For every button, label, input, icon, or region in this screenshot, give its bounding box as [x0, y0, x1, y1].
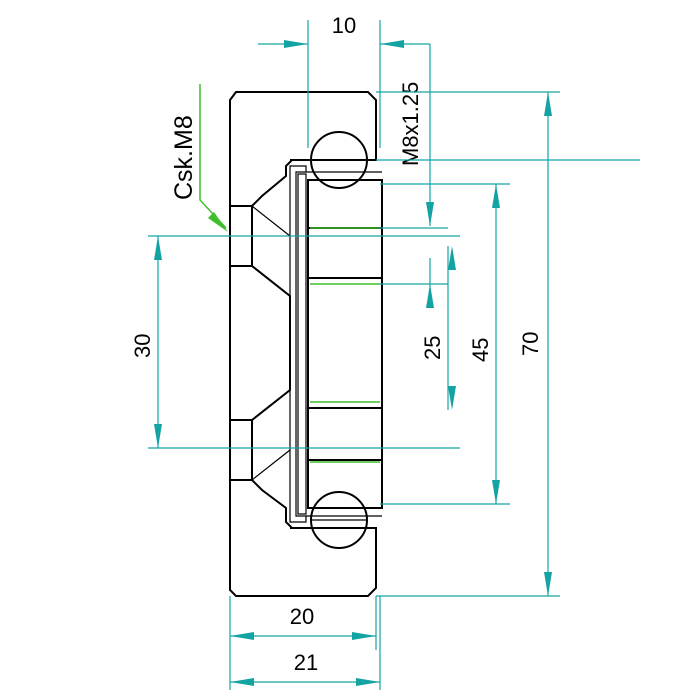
- dim-label-thread: M8x1.25: [398, 82, 423, 166]
- dim-30: 30: [130, 235, 460, 449]
- ball-bottom: [310, 491, 368, 549]
- dim-thread: M8x1.25: [376, 44, 640, 308]
- dim-label-30: 30: [130, 334, 155, 358]
- inner-ring-section: [307, 179, 383, 509]
- dim-label-45: 45: [468, 338, 493, 362]
- dim-25: 25: [380, 227, 456, 410]
- dim-45: 45: [380, 183, 510, 505]
- dim-21: 21: [230, 650, 380, 686]
- dim-top-10: 10: [258, 13, 430, 148]
- dim-label-25: 25: [420, 336, 445, 360]
- dim-label-csk: Csk.M8: [170, 115, 198, 200]
- dim-20: 20: [229, 596, 381, 690]
- dim-label-10: 10: [332, 13, 356, 38]
- csk-leader: Csk.M8: [170, 84, 228, 232]
- dim-70: 70: [376, 91, 560, 597]
- dim-label-20: 20: [290, 604, 314, 629]
- ball-top: [310, 131, 368, 189]
- cage-section: [289, 159, 382, 529]
- dim-label-70: 70: [518, 332, 543, 356]
- dim-label-21: 21: [294, 650, 318, 675]
